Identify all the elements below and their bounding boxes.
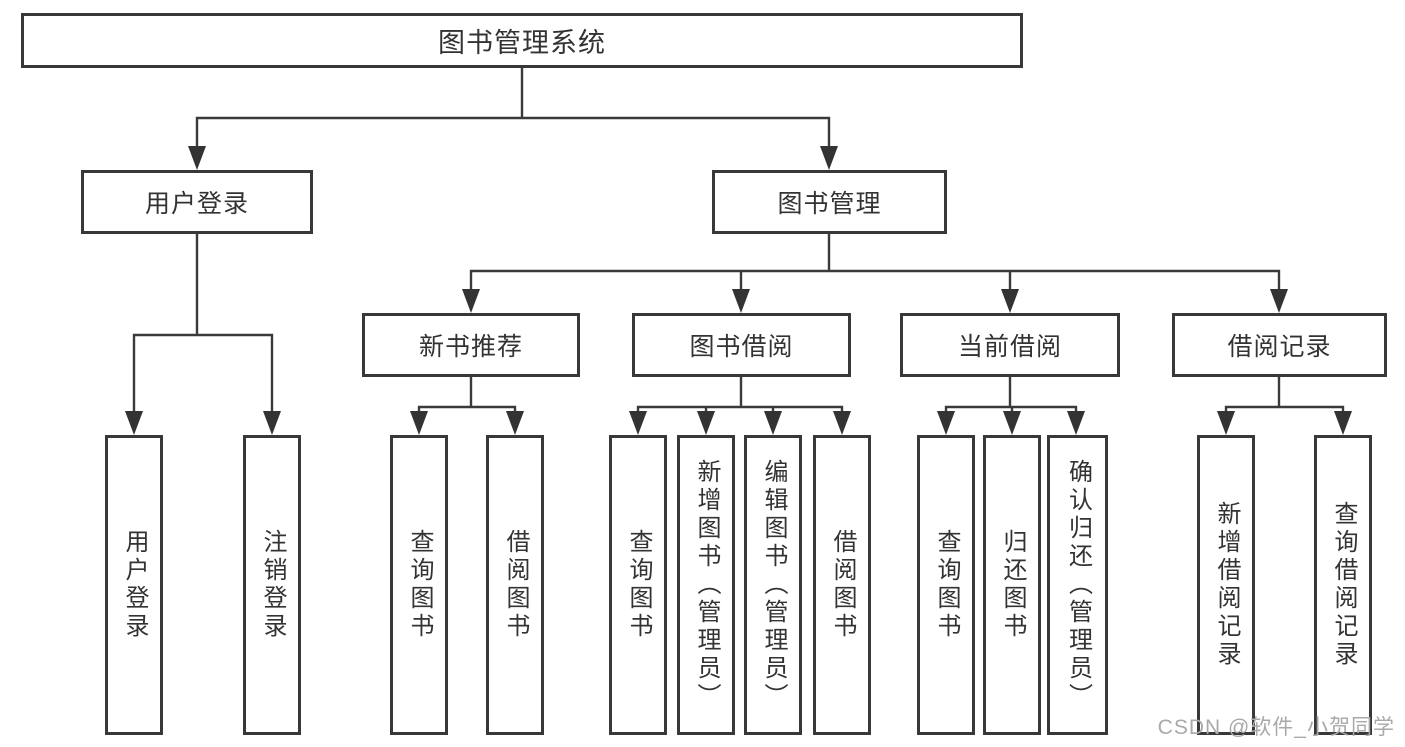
node-book-management: 图书管理 — [712, 170, 947, 234]
node-current-borrowing: 当前借阅 — [900, 313, 1120, 377]
leaf-borrow-book-borrowing: 借阅图书 — [813, 435, 871, 735]
wire-currentborrow-to-leaves — [944, 375, 1078, 416]
leaf-query-book-recommend: 查询图书 — [390, 435, 448, 735]
node-new-book-recommendation: 新书推荐 — [362, 313, 580, 377]
wire-bookmgmt-to-level3 — [469, 231, 1281, 294]
arrowheads — [125, 146, 1352, 435]
wire-bookborrow-to-leaves — [636, 375, 844, 416]
wire-userlogin-to-leaves — [132, 232, 274, 416]
leaf-add-book-admin: 新增图书（管理员） — [677, 435, 735, 735]
leaf-query-book-current: 查询图书 — [917, 435, 975, 735]
node-user-login: 用户登录 — [81, 170, 313, 234]
wire-borrowrecords-to-leaves — [1224, 375, 1345, 416]
wire-root-to-level2 — [195, 66, 831, 152]
leaf-edit-book-admin: 编辑图书（管理员） — [744, 435, 802, 735]
node-borrowing-records: 借阅记录 — [1172, 313, 1387, 377]
leaf-user-login: 用户登录 — [105, 435, 163, 735]
watermark: CSDN @软件_小贺同学 — [1157, 716, 1395, 739]
leaf-logout: 注销登录 — [243, 435, 301, 735]
node-root: 图书管理系统 — [21, 13, 1023, 68]
leaf-query-book-borrowing: 查询图书 — [609, 435, 667, 735]
leaf-query-borrow-record: 查询借阅记录 — [1314, 435, 1372, 735]
leaf-add-borrow-record: 新增借阅记录 — [1197, 435, 1255, 735]
leaf-borrow-book-recommend: 借阅图书 — [486, 435, 544, 735]
node-book-borrowing: 图书借阅 — [632, 313, 851, 377]
leaf-return-book: 归还图书 — [983, 435, 1041, 735]
wire-newbook-to-leaves — [417, 375, 517, 416]
leaf-confirm-return-admin: 确认归还（管理员） — [1047, 435, 1108, 735]
